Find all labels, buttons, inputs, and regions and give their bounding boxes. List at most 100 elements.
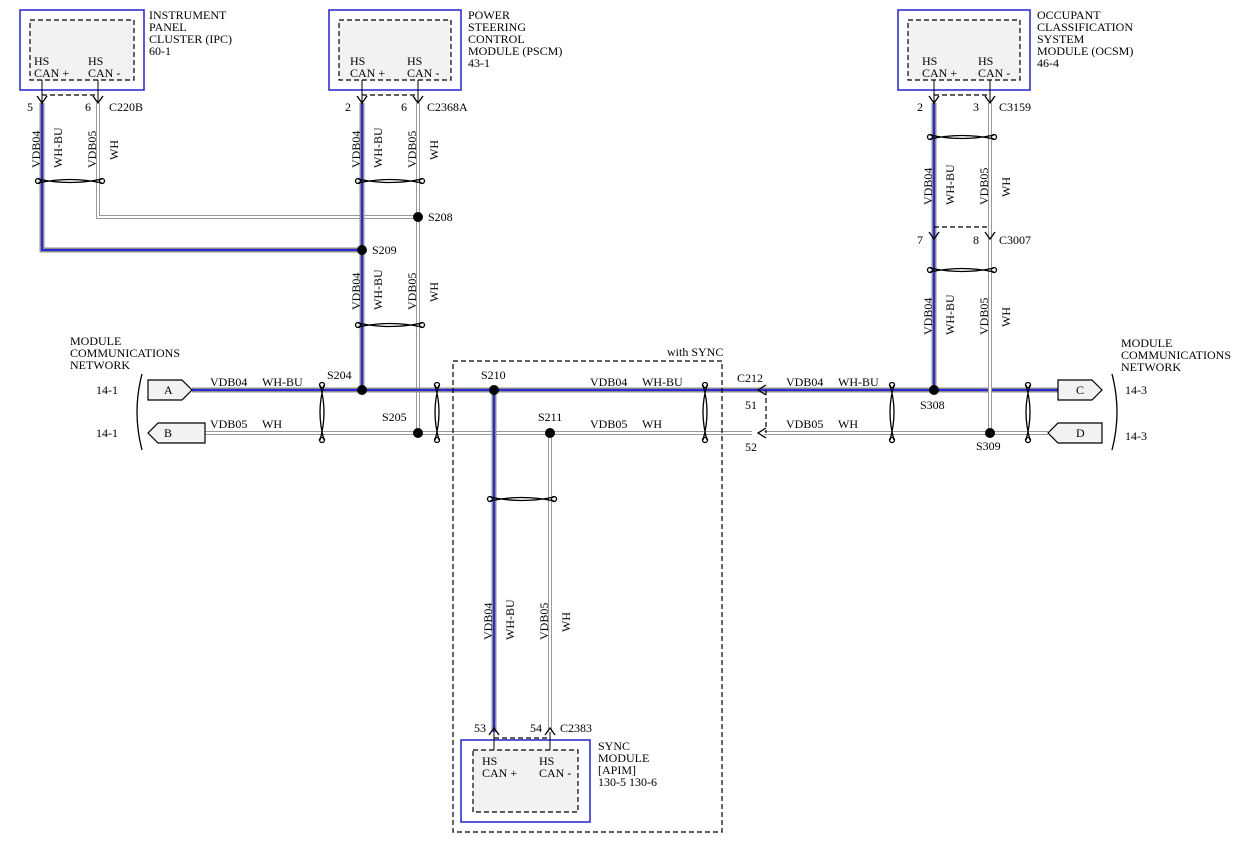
svg-text:VDB04: VDB04 — [349, 131, 363, 168]
svg-text:51: 51 — [745, 398, 757, 412]
svg-text:WH: WH — [107, 140, 121, 160]
connector-tag-a[interactable] — [147, 379, 193, 401]
svg-text:C2383: C2383 — [560, 721, 592, 735]
svg-text:HS: HS — [350, 54, 365, 68]
pin-arrow-icon — [412, 95, 424, 105]
svg-text:7: 7 — [917, 233, 923, 247]
svg-text:VDB05: VDB05 — [977, 298, 991, 335]
ipc-can-minus-wire — [96, 103, 418, 219]
ipc-can-plus-wire — [39, 103, 362, 253]
twist-icon — [357, 322, 423, 328]
svg-text:WH: WH — [262, 417, 282, 431]
pin-arrow-icon — [36, 95, 48, 105]
connector-tag-d[interactable] — [1047, 422, 1103, 444]
svg-text:MODULE: MODULE — [1121, 336, 1172, 350]
svg-text:S204: S204 — [327, 368, 352, 382]
pin-arrow-icon — [488, 726, 500, 736]
svg-text:VDB05: VDB05 — [210, 417, 247, 431]
svg-text:C212: C212 — [737, 371, 763, 385]
svg-text:43-1: 43-1 — [468, 56, 490, 70]
svg-text:14-3: 14-3 — [1125, 429, 1147, 443]
svg-text:60-1: 60-1 — [149, 44, 171, 58]
sync-option-region: with SYNC — [452, 345, 723, 833]
svg-text:WH: WH — [427, 140, 441, 160]
splice-s308 — [929, 385, 939, 395]
svg-text:MODULE: MODULE — [70, 334, 121, 348]
module-sync[interactable]: HS CAN + HS CAN - SYNC MODULE [APIM] 130… — [460, 721, 657, 823]
pin-arrow-icon — [984, 95, 996, 105]
svg-text:53: 53 — [474, 721, 486, 735]
svg-text:NETWORK: NETWORK — [1121, 360, 1181, 374]
svg-text:CAN -: CAN - — [88, 66, 120, 80]
svg-text:14-1: 14-1 — [96, 383, 118, 397]
svg-text:WH-BU: WH-BU — [642, 375, 683, 389]
svg-text:VDB05: VDB05 — [405, 131, 419, 168]
svg-text:CAN -: CAN - — [978, 66, 1010, 80]
splice-s211 — [545, 428, 555, 438]
twist-icon — [702, 384, 708, 441]
svg-text:HS: HS — [922, 54, 937, 68]
svg-text:130-5 130-6: 130-5 130-6 — [598, 775, 657, 789]
module-ocsm[interactable]: HS CAN + HS CAN - OCCUPANT CLASSIFICATIO… — [897, 8, 1133, 114]
svg-text:C: C — [1076, 383, 1084, 397]
connector-tag-c[interactable] — [1057, 379, 1103, 401]
svg-text:S308: S308 — [920, 398, 945, 412]
svg-text:VDB04: VDB04 — [590, 375, 627, 389]
svg-text:INSTRUMENT: INSTRUMENT — [149, 8, 227, 22]
wires — [39, 103, 1058, 732]
twist-icon — [357, 178, 423, 184]
pin-arrow-icon — [544, 726, 556, 736]
connector-tag-b[interactable] — [147, 422, 206, 444]
svg-text:NETWORK: NETWORK — [70, 358, 130, 372]
module-ipc[interactable]: HS CAN + HS CAN - INSTRUMENT PANEL CLUST… — [19, 8, 232, 114]
svg-text:HS: HS — [482, 754, 497, 768]
svg-text:6: 6 — [401, 100, 407, 114]
pin-arrow-icon — [92, 95, 104, 105]
svg-text:C3007: C3007 — [999, 233, 1031, 247]
splice-s205 — [413, 428, 423, 438]
svg-text:MODULE (PSCM): MODULE (PSCM) — [468, 44, 562, 58]
svg-text:WH-BU: WH-BU — [371, 127, 385, 168]
svg-text:D: D — [1076, 426, 1085, 440]
svg-text:VDB05: VDB05 — [405, 273, 419, 310]
svg-text:CAN +: CAN + — [34, 66, 69, 80]
svg-text:WH-BU: WH-BU — [838, 375, 879, 389]
svg-text:2: 2 — [917, 100, 923, 114]
module-pscm[interactable]: HS CAN + HS CAN - POWER STEERING CONTROL… — [328, 8, 562, 114]
svg-text:MODULE (OCSM): MODULE (OCSM) — [1037, 44, 1133, 58]
svg-text:S209: S209 — [372, 243, 397, 257]
svg-text:CONTROL: CONTROL — [468, 32, 525, 46]
svg-text:POWER: POWER — [468, 8, 510, 22]
svg-text:S211: S211 — [538, 410, 562, 424]
svg-text:54: 54 — [530, 721, 542, 735]
svg-text:C2368A: C2368A — [427, 100, 468, 114]
inline-connector-c3007: 7 8 C3007 — [917, 226, 1031, 247]
svg-text:S210: S210 — [481, 368, 506, 382]
bracket-icon — [136, 373, 143, 451]
svg-text:S208: S208 — [428, 210, 453, 224]
wire-labels: VDB04 WH-BU VDB05 WH VDB04 WH-BU VDB05 W… — [29, 127, 1013, 640]
svg-text:CLASSIFICATION: CLASSIFICATION — [1037, 20, 1133, 34]
twist-icon — [929, 134, 995, 140]
svg-text:S205: S205 — [382, 410, 407, 424]
pin-arrow-icon — [984, 231, 996, 241]
pin-arrow-icon — [756, 427, 767, 439]
svg-text:CAN +: CAN + — [350, 66, 385, 80]
splices: S208 S209 S204 S205 S210 S211 S308 S309 — [327, 210, 1001, 453]
svg-text:8: 8 — [973, 233, 979, 247]
svg-text:WH: WH — [427, 282, 441, 302]
splice-s309 — [985, 428, 995, 438]
svg-text:VDB05: VDB05 — [590, 417, 627, 431]
svg-text:2: 2 — [345, 100, 351, 114]
svg-text:WH: WH — [999, 177, 1013, 197]
svg-text:CAN -: CAN - — [539, 766, 571, 780]
svg-text:HS: HS — [88, 54, 103, 68]
svg-text:WH: WH — [642, 417, 662, 431]
twist-icon — [1025, 384, 1031, 441]
pin-arrow-icon — [356, 95, 368, 105]
svg-text:WH-BU: WH-BU — [503, 599, 517, 640]
svg-text:VDB05: VDB05 — [537, 603, 551, 640]
splice-s209 — [357, 245, 367, 255]
svg-text:VDB04: VDB04 — [29, 131, 43, 168]
